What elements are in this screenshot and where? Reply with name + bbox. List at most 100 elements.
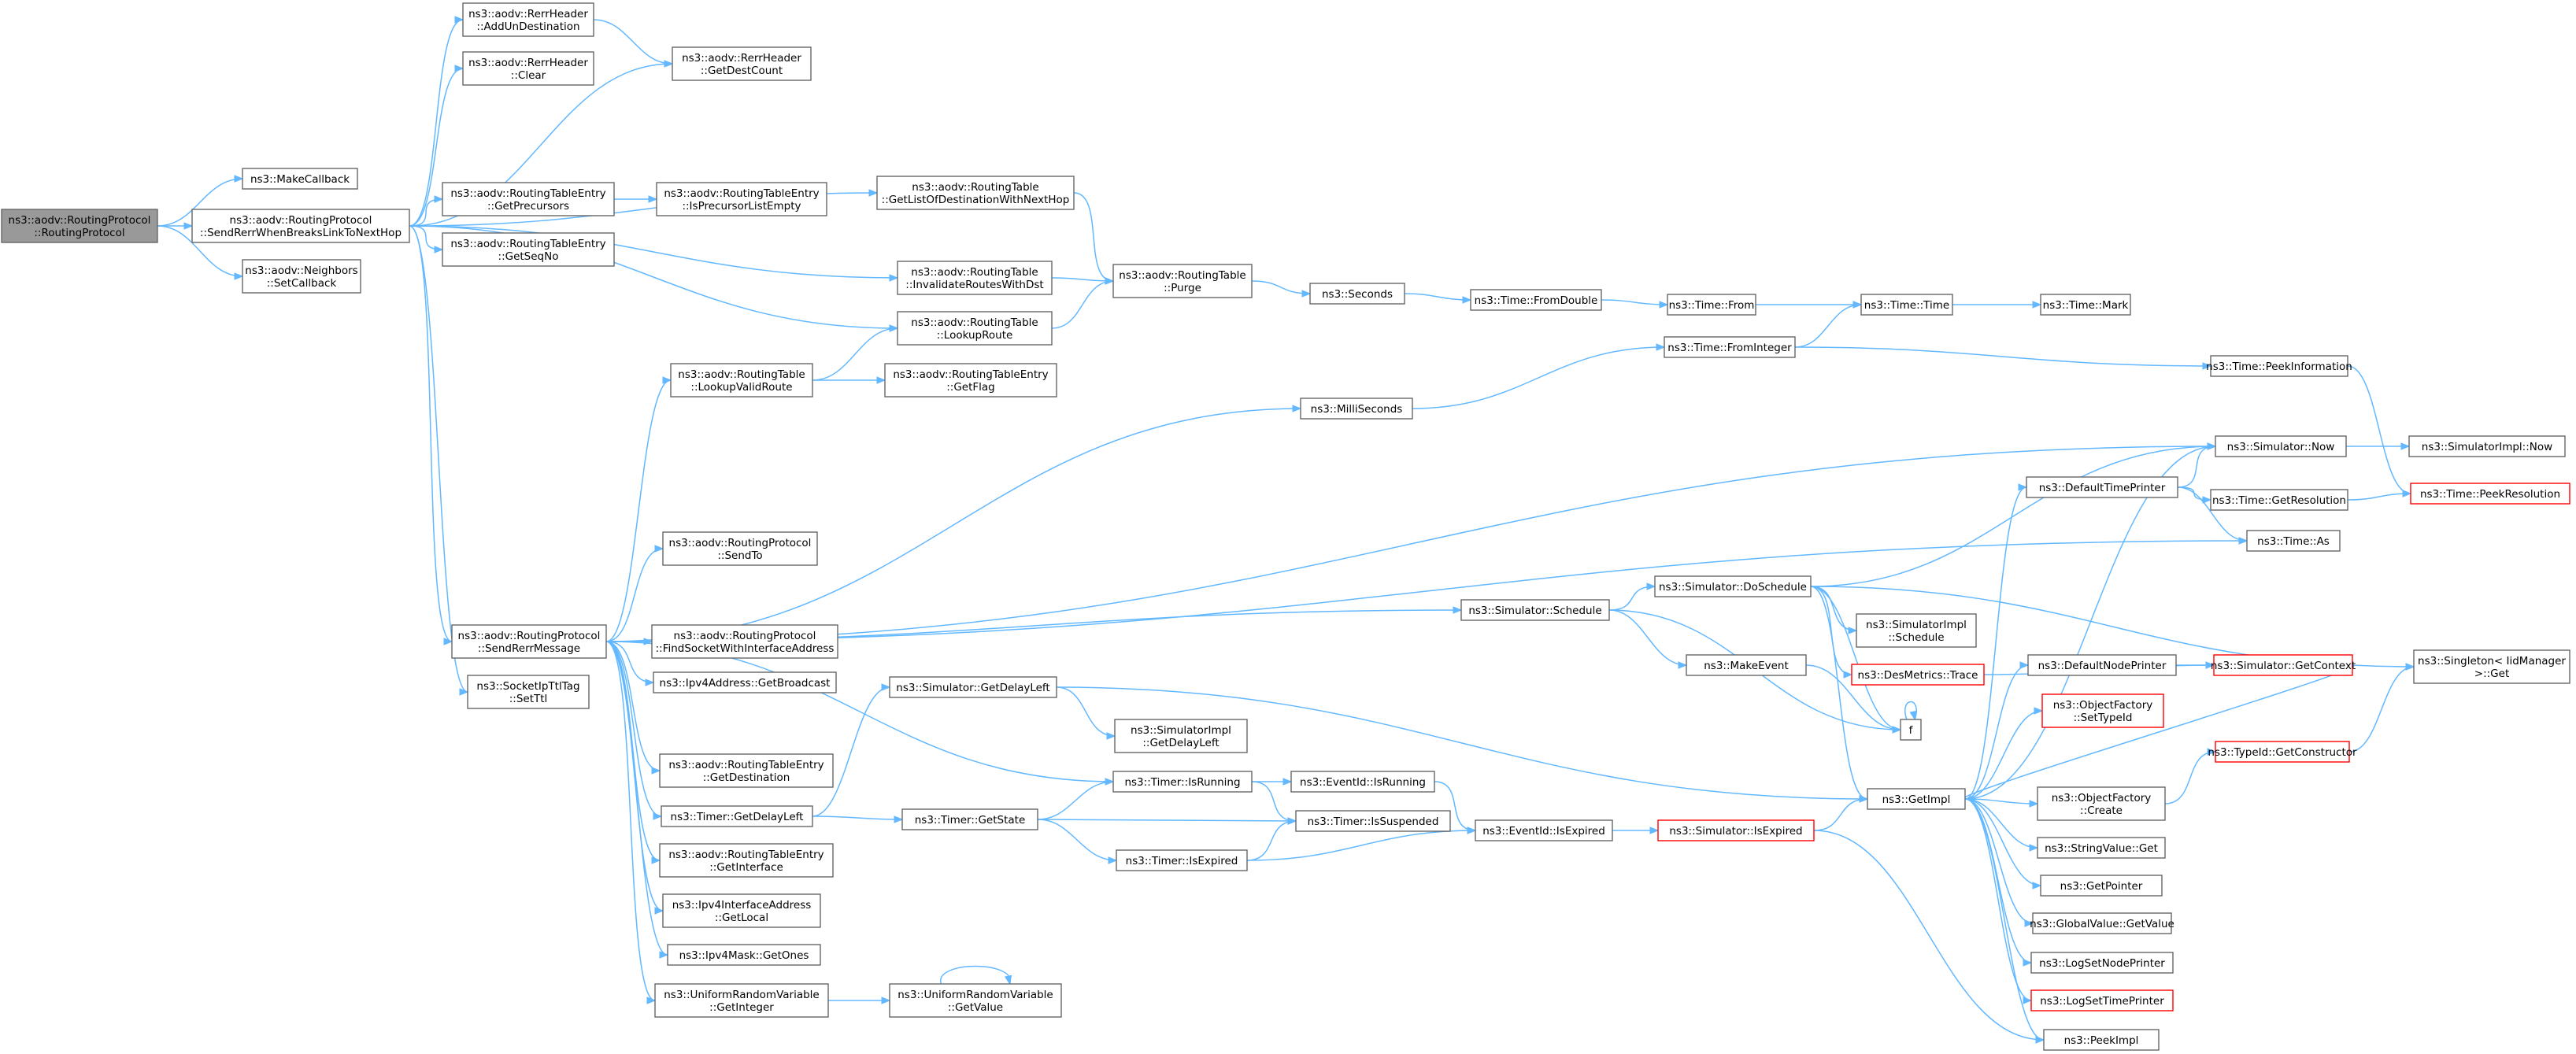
node-label: ns3::Time::Mark — [2043, 299, 2129, 312]
node-is-precursor-list-empty[interactable]: ns3::aodv::RoutingTableEntry::IsPrecurso… — [656, 182, 827, 216]
node-set-ttl[interactable]: ns3::SocketIpTtlTag::SetTtl — [467, 675, 590, 709]
node-lookup-route[interactable]: ns3::aodv::RoutingTable::LookupRoute — [897, 311, 1053, 346]
arrowhead — [881, 683, 891, 691]
node-get-resolution[interactable]: ns3::Time::GetResolution — [2210, 489, 2348, 511]
node-get-broadcast[interactable]: ns3::Ipv4Address::GetBroadcast — [653, 671, 837, 693]
node-f[interactable]: f — [1900, 719, 1922, 741]
node-invalidate-routes[interactable]: ns3::aodv::RoutingTable::InvalidateRoute… — [897, 261, 1053, 295]
node-urvget-value[interactable]: ns3::UniformRandomVariable::GetValue — [889, 983, 1062, 1018]
node-label: ns3::aodv::RerrHeader — [468, 57, 588, 69]
node-from-integer[interactable]: ns3::Time::FromInteger — [1664, 336, 1796, 358]
node-find-socket[interactable]: ns3::aodv::RoutingProtocol::FindSocketWi… — [651, 624, 838, 659]
node-peek-impl[interactable]: ns3::PeekImpl — [2043, 1029, 2160, 1051]
node-from-double[interactable]: ns3::Time::FromDouble — [1470, 289, 1602, 311]
arrowhead — [664, 60, 674, 68]
node-get-context[interactable]: ns3::Simulator::GetContext — [2211, 654, 2356, 676]
node-log-set-node-printer[interactable]: ns3::LogSetNodePrinter — [2030, 952, 2174, 974]
arrowhead — [1106, 732, 1116, 740]
node-set-callback[interactable]: ns3::aodv::Neighbors::SetCallback — [242, 259, 361, 294]
node-log-set-time-printer[interactable]: ns3::LogSetTimePrinter — [2030, 989, 2174, 1011]
node-timer-get-state[interactable]: ns3::Timer::GetState — [901, 808, 1038, 830]
node-box — [2213, 654, 2353, 676]
node-get-impl[interactable]: ns3::GetImpl — [1867, 788, 1966, 810]
node-send-to[interactable]: ns3::aodv::RoutingProtocol::SendTo — [662, 531, 818, 566]
node-default-time-printer[interactable]: ns3::DefaultTimePrinter — [2026, 476, 2178, 498]
node-impl-schedule[interactable]: ns3::SimulatorImpl::Schedule — [1856, 613, 1977, 648]
node-peek-information[interactable]: ns3::Time::PeekInformation — [2206, 355, 2352, 377]
node-purge[interactable]: ns3::aodv::RoutingTable::Purge — [1112, 264, 1253, 298]
node-seconds[interactable]: ns3::Seconds — [1309, 283, 1405, 305]
node-get-dest-count[interactable]: ns3::aodv::RerrHeader::GetDestCount — [672, 46, 812, 81]
node-get-precursors[interactable]: ns3::aodv::RoutingTableEntry::GetPrecurs… — [442, 182, 615, 216]
edge-get-list-of-dest-to-purge — [1073, 192, 1114, 282]
node-get-list-of-dest[interactable]: ns3::aodv::RoutingTable::GetListOfDestin… — [876, 176, 1075, 210]
node-sim-impl-now[interactable]: ns3::SimulatorImpl::Now — [2408, 435, 2566, 457]
node-string-value-get[interactable]: ns3::StringValue::Get — [2037, 837, 2166, 859]
node-send-rerr-wbl[interactable]: ns3::aodv::RoutingProtocol::SendRerrWhen… — [191, 209, 410, 243]
node-root[interactable]: ns3::aodv::RoutingProtocol::RoutingProto… — [1, 209, 158, 243]
node-impl-get-delay-left[interactable]: ns3::SimulatorImpl::GetDelayLeft — [1114, 719, 1248, 753]
node-des-trace[interactable]: ns3::DesMetrics::Trace — [1851, 664, 1985, 686]
node-label: ::LookupValidRoute — [690, 381, 792, 394]
edge-send-rerr-wbl-to-clear — [409, 68, 464, 227]
node-rteget-destination[interactable]: ns3::aodv::RoutingTableEntry::GetDestina… — [659, 753, 834, 788]
node-timer-is-running[interactable]: ns3::Timer::IsRunning — [1112, 771, 1253, 793]
node-label: ns3::UniformRandomVariable — [664, 989, 820, 1001]
node-lookup-valid-route[interactable]: ns3::aodv::RoutingTable::LookupValidRout… — [670, 363, 813, 398]
node-box — [667, 944, 821, 966]
node-get-pointer[interactable]: ns3::GetPointer — [2040, 875, 2163, 897]
node-timer-is-suspended[interactable]: ns3::Timer::IsSuspended — [1295, 810, 1451, 832]
node-make-event[interactable]: ns3::MakeEvent — [1686, 654, 1807, 676]
arrowhead — [2032, 882, 2042, 889]
node-time-as[interactable]: ns3::Time::As — [2246, 530, 2341, 552]
node-milli-seconds[interactable]: ns3::MilliSeconds — [1300, 398, 1413, 420]
edge-sim-get-delay-left-to-impl-get-delay-left — [1056, 686, 1116, 737]
node-add-un-dest[interactable]: ns3::aodv::RerrHeader::AddUnDestination — [462, 2, 594, 37]
arrowhead — [1646, 582, 1656, 590]
node-label: ns3::aodv::RoutingTable — [678, 368, 805, 381]
node-get-seq-no[interactable]: ns3::aodv::RoutingTableEntry::GetSeqNo — [442, 232, 615, 267]
edge-get-impl-to-global-value-get — [1964, 798, 2034, 924]
node-event-id-is-expired[interactable]: ns3::EventId::IsExpired — [1475, 819, 1613, 841]
node-label: ::Schedule — [1888, 631, 1944, 644]
node-global-value-get[interactable]: ns3::GlobalValue::GetValue — [2030, 912, 2174, 934]
node-default-node-printer[interactable]: ns3::DefaultNodePrinter — [2027, 654, 2177, 676]
node-event-id-is-running[interactable]: ns3::EventId::IsRunning — [1290, 771, 1435, 793]
arrowhead — [1892, 726, 1902, 734]
node-get-flag[interactable]: ns3::aodv::RoutingTableEntry::GetFlag — [884, 363, 1057, 398]
node-clear[interactable]: ns3::aodv::RerrHeader::Clear — [462, 51, 594, 86]
node-urvget-integer[interactable]: ns3::UniformRandomVariable::GetInteger — [654, 983, 829, 1018]
node-label: ns3::aodv::RoutingTable — [911, 316, 1038, 329]
node-ofcreate[interactable]: ns3::ObjectFactory::Create — [2037, 786, 2166, 821]
node-time-from[interactable]: ns3::Time::From — [1667, 294, 1756, 316]
node-sim-get-delay-left[interactable]: ns3::Simulator::GetDelayLeft — [889, 676, 1057, 698]
edge-send-rerr-message-to-time-as — [605, 540, 2248, 642]
node-box — [2027, 654, 2177, 676]
node-set-type-id[interactable]: ns3::ObjectFactory::SetTypeId — [2041, 693, 2164, 728]
node-get-local[interactable]: ns3::Ipv4InterfaceAddress::GetLocal — [662, 893, 821, 928]
edge-get-impl-to-ofcreate — [1964, 798, 2038, 804]
node-timer-get-delay-left[interactable]: ns3::Timer::GetDelayLeft — [661, 805, 813, 827]
node-time-time[interactable]: ns3::Time::Time — [1860, 294, 1953, 316]
edge-get-impl-to-peek-impl — [1964, 798, 2045, 1041]
node-box — [1664, 336, 1796, 358]
node-time-mark[interactable]: ns3::Time::Mark — [2040, 294, 2131, 316]
node-peek-resolution[interactable]: ns3::Time::PeekResolution — [2410, 483, 2570, 505]
node-timer-is-expired[interactable]: ns3::Timer::IsExpired — [1116, 849, 1248, 871]
node-sim-is-expired[interactable]: ns3::Simulator::IsExpired — [1657, 819, 1815, 841]
node-make-callback[interactable]: ns3::MakeCallback — [242, 168, 358, 190]
node-sim-now[interactable]: ns3::Simulator::Now — [2215, 435, 2347, 457]
node-get-constructor[interactable]: ns3::TypeId::GetConstructor — [2208, 741, 2357, 763]
node-sim-schedule[interactable]: ns3::Simulator::Schedule — [1460, 599, 1610, 621]
node-send-rerr-message[interactable]: ns3::aodv::RoutingProtocol::SendRerrMess… — [451, 624, 607, 659]
node-singleton-get[interactable]: ns3::Singleton< IidManager>::Get — [2413, 649, 2570, 684]
node-box — [1475, 819, 1613, 841]
node-rteget-interface[interactable]: ns3::aodv::RoutingTableEntry::GetInterfa… — [659, 843, 834, 878]
node-label: ns3::EventId::IsRunning — [1300, 776, 1426, 789]
node-box — [2210, 489, 2348, 511]
node-get-ones[interactable]: ns3::Ipv4Mask::GetOnes — [667, 944, 821, 966]
node-do-schedule[interactable]: ns3::Simulator::DoSchedule — [1654, 575, 1812, 597]
edge-do-schedule-to-get-impl — [1810, 586, 1868, 800]
arrowhead — [654, 907, 664, 915]
node-label: ::FindSocketWithInterfaceAddress — [656, 642, 835, 655]
